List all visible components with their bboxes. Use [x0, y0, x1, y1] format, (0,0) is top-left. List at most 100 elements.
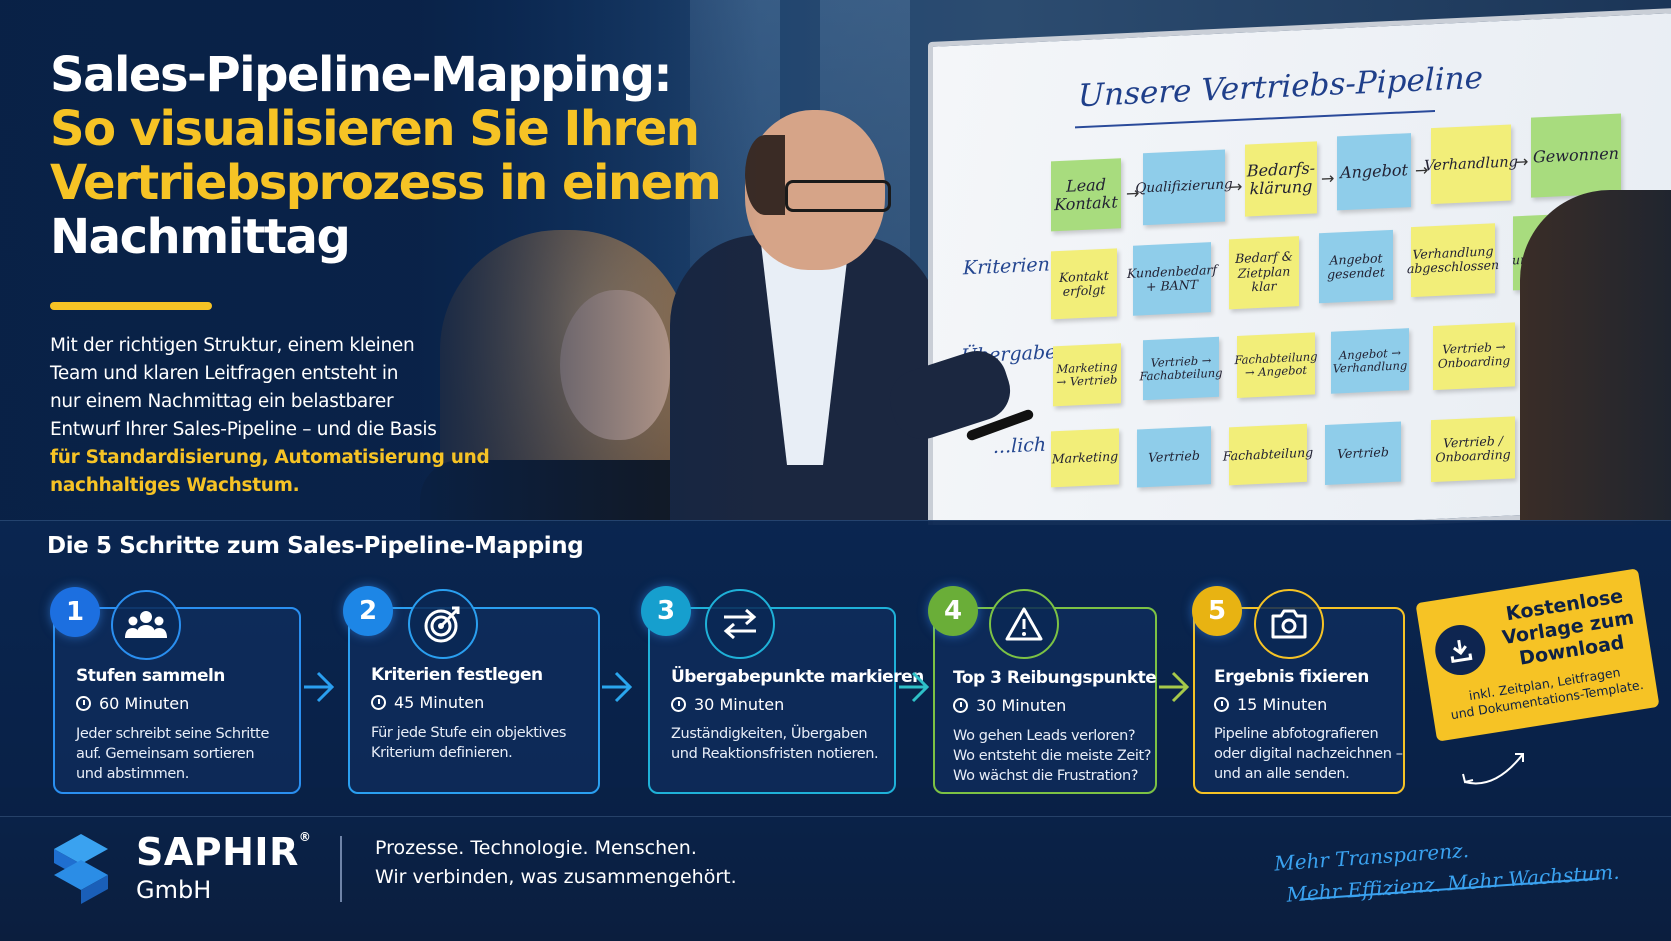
intro-line: Mit der richtigen Struktur, einem kleine… — [50, 335, 415, 356]
step-number-badge: 1 — [50, 587, 100, 637]
desc-line: Jeder schreibt seine Schritte — [76, 726, 269, 742]
desc-line: und Reaktionsfristen notieren. — [671, 746, 879, 762]
warning-icon — [989, 589, 1059, 659]
page-headline: Sales-Pipeline-Mapping: So visualisieren… — [50, 48, 750, 264]
intro-highlight: für Standardisierung, Automatisierung un… — [50, 447, 490, 468]
row-label-owners: ...lich — [993, 433, 1047, 459]
glasses — [785, 180, 891, 212]
step-title: Stufen sammeln — [76, 666, 225, 686]
sticky-note: Vertrieb / Onboarding — [1431, 416, 1515, 483]
team-icon — [111, 590, 181, 660]
step-time-value: 45 Minuten — [394, 693, 485, 712]
download-title: Kostenlose Vorlage zum Download — [1489, 583, 1648, 675]
sticky-note: Fachabteilung — [1223, 423, 1313, 486]
desc-line: Wo gehen Leads verloren? — [953, 728, 1136, 744]
chevron-right-icon — [602, 671, 633, 703]
step-time: 30 Minuten — [953, 696, 1066, 715]
step-description: Zuständigkeiten, Übergaben und Reaktions… — [671, 724, 879, 764]
desc-line: auf. Gemeinsam sortieren — [76, 746, 255, 762]
sticky-note: Vertrieb — [1137, 426, 1211, 488]
clock-icon — [671, 697, 686, 712]
intro-line: Entwurf Ihrer Sales-Pipeline – und die B… — [50, 419, 437, 440]
sticky-note: Qualifizierung — [1135, 149, 1233, 226]
arrow-right-icon: → — [1229, 176, 1243, 197]
sticky-note: Marketing — [1051, 428, 1119, 488]
sticky-note: Fachabteilung → Angebot — [1234, 332, 1318, 398]
step-number-badge: 5 — [1192, 586, 1242, 636]
sticky-note: Verhandlung — [1424, 124, 1518, 205]
intro-line: Team und klaren Leitfragen entsteht in — [50, 363, 399, 384]
intro-text: Mit der richtigen Struktur, einem kleine… — [50, 332, 490, 500]
exchange-arrows-icon — [705, 589, 775, 659]
sticky-note: Bedarf & Zietplan klar — [1229, 236, 1299, 310]
download-icon — [1431, 621, 1489, 679]
step-title: Kriterien festlegen — [371, 665, 543, 685]
registered-mark: ® — [298, 830, 312, 844]
step-time-value: 15 Minuten — [1237, 695, 1328, 714]
step-time: 45 Minuten — [371, 693, 484, 712]
desc-line: Wo wächst die Frustration? — [953, 768, 1139, 784]
clock-icon — [953, 698, 968, 713]
clock-icon — [371, 695, 386, 710]
sticky-note: Angebot → Verhandlung — [1331, 328, 1409, 394]
meeting-photo: Unsere Vertriebs-Pipeline Kriterien Über… — [0, 0, 1671, 525]
headline-line: Vertriebsprozess in einem — [50, 155, 722, 211]
sticky-note: Angebot — [1337, 133, 1411, 211]
chevron-right-icon — [1159, 671, 1190, 703]
arrow-right-icon: → — [1515, 151, 1529, 172]
step-time: 15 Minuten — [1214, 695, 1327, 714]
brand-text: SAPHIR — [136, 830, 299, 874]
row-label-criteria: Kriterien — [963, 253, 1050, 280]
clock-icon — [76, 696, 91, 711]
listener-figure — [1520, 190, 1671, 525]
step-time: 60 Minuten — [76, 694, 189, 713]
sticky-note: Vertrieb → Fachabteilung — [1139, 336, 1223, 401]
headline-line: Nachmittag — [50, 209, 351, 265]
headline-accent-bar — [50, 302, 212, 310]
step-time: 30 Minuten — [671, 695, 784, 714]
step-number-badge: 2 — [343, 586, 393, 636]
sticky-note: Bedarfs-klärung — [1245, 141, 1317, 217]
brand-legal-form: GmbH — [136, 876, 212, 904]
intro-line: nur einem Nachmittag ein belastbarer — [50, 391, 394, 412]
footer — [0, 816, 1671, 941]
headline-line: So visualisieren Sie Ihren — [50, 101, 700, 157]
desc-line: oder digital nachzeichnen – — [1214, 746, 1403, 762]
headline-line: Sales-Pipeline-Mapping: — [50, 47, 673, 103]
curved-double-arrow-icon — [1462, 753, 1524, 785]
target-icon — [408, 589, 478, 659]
step-title: Übergabepunkte markieren — [671, 667, 924, 687]
step-title: Top 3 Reibungspunkte — [953, 668, 1157, 688]
chevron-right-icon — [899, 671, 930, 703]
camera-icon — [1254, 589, 1324, 659]
sticky-note: Verhandlung abgeschlossen — [1407, 223, 1499, 298]
desc-line: Für jede Stufe ein objektives — [371, 725, 567, 741]
step-title: Ergebnis fixieren — [1214, 667, 1369, 687]
sticky-note: Gewonnen — [1531, 113, 1621, 198]
whiteboard-title-underline — [1075, 109, 1435, 129]
desc-line: Kriterium definieren. — [371, 745, 513, 761]
step-time-value: 60 Minuten — [99, 694, 190, 713]
desc-line: Wo entsteht die meiste Zeit? — [953, 748, 1152, 764]
sticky-note: Vertrieb — [1325, 421, 1401, 485]
footer-divider — [340, 836, 342, 902]
arrow-right-icon: → — [1321, 168, 1335, 189]
sticky-note: Angebot gesendet — [1319, 229, 1393, 304]
desc-line: Pipeline abfotografieren — [1214, 726, 1379, 742]
whiteboard-title: Unsere Vertriebs-Pipeline — [1078, 59, 1483, 115]
download-template-badge[interactable]: Kostenlose Vorlage zum Download inkl. Ze… — [1415, 568, 1660, 742]
step-description: Für jede Stufe ein objektives Kriterium … — [371, 723, 566, 763]
desc-line: und abstimmen. — [76, 766, 189, 782]
chevron-right-icon — [304, 671, 335, 703]
desc-line: Zuständigkeiten, Übergaben — [671, 726, 868, 742]
step-time-value: 30 Minuten — [976, 696, 1067, 715]
sticky-note: Marketing → Vertrieb — [1053, 343, 1121, 407]
tagline: Prozesse. Technologie. Menschen. — [375, 837, 697, 859]
brand-name: SAPHIR® — [136, 830, 311, 874]
step-number-badge: 3 — [641, 586, 691, 636]
sticky-note: Vertrieb → Onboarding — [1433, 322, 1515, 391]
desc-line: und an alle senden. — [1214, 766, 1350, 782]
step-description: Jeder schreibt seine Schritte auf. Gemei… — [76, 724, 269, 784]
step-time-value: 30 Minuten — [694, 695, 785, 714]
